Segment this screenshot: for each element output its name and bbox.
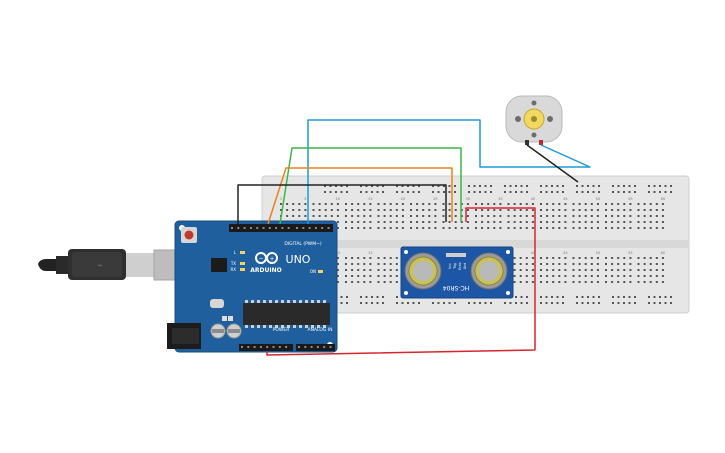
power-header — [239, 344, 293, 351]
arduino-model: UNO — [286, 253, 311, 266]
transducer-left — [404, 252, 442, 290]
wire-orange[interactable] — [267, 167, 453, 225]
analog-header — [296, 344, 335, 351]
svg-text:TX: TX — [230, 261, 236, 266]
breadboard-power-rails — [324, 185, 672, 304]
wire-green[interactable] — [279, 147, 462, 225]
usb-icon: ⌁ — [97, 261, 102, 271]
wire-blue-motor[interactable] — [307, 119, 591, 224]
column-number: 15 — [368, 251, 372, 255]
breadboard-holes — [280, 203, 664, 283]
power-label: POWER — [273, 327, 290, 333]
column-number: 1 — [280, 197, 282, 201]
column-number: 30 — [466, 197, 470, 201]
column-number: 55 — [628, 197, 632, 201]
bottom-header-pins — [241, 346, 332, 348]
digital-label: DIGITAL (PWM~) — [284, 241, 322, 247]
column-number: 40 — [531, 251, 535, 255]
crystal — [210, 299, 224, 308]
column-number: 10 — [336, 251, 340, 255]
arduino-brand: ARDUINO — [250, 267, 281, 274]
breadboard[interactable]: 1155101015152020252530303535404045455050… — [261, 175, 690, 314]
svg-text:ON: ON — [310, 269, 316, 274]
arduino-logo-icon: − + — [255, 252, 278, 264]
dc-motor[interactable] — [505, 95, 563, 145]
column-number: 20 — [401, 197, 405, 201]
column-number: 55 — [628, 251, 632, 255]
column-number: 35 — [498, 197, 502, 201]
sensor-pin-label: Echo — [458, 262, 462, 270]
wire-black-gnd[interactable] — [237, 184, 447, 224]
usb-chip — [211, 258, 227, 272]
column-number: 25 — [433, 197, 437, 201]
column-number: 50 — [596, 251, 600, 255]
svg-text:−: − — [258, 255, 263, 262]
sensor-model: HC-SR04 — [443, 284, 470, 291]
wire-red-vcc[interactable] — [266, 207, 536, 356]
column-number: 15 — [368, 197, 372, 201]
sensor-pin-label: Vcc — [448, 263, 452, 269]
digital-header — [229, 224, 333, 232]
svg-text:+: + — [269, 256, 274, 263]
status-leds: L TX RX ON — [230, 250, 323, 274]
atmega-chip-pins — [245, 300, 326, 328]
svg-text:L: L — [234, 250, 237, 255]
column-number: 60 — [661, 197, 665, 201]
column-number: 50 — [596, 197, 600, 201]
arduino-uno-board[interactable]: DIGITAL (PWM~) − + ARDUINO UNO L TX RX O… — [167, 220, 338, 353]
usb-cable[interactable]: ⌁ — [38, 249, 191, 281]
column-number: 10 — [336, 197, 340, 201]
transducer-right — [470, 252, 508, 290]
svg-text:RX: RX — [230, 267, 236, 272]
sensor-pin-label: Gnd — [463, 263, 467, 270]
column-number: 60 — [661, 251, 665, 255]
atmega-chip — [243, 303, 330, 325]
sensor-pin-label: Trig — [453, 263, 457, 270]
column-number: 45 — [563, 197, 567, 201]
digital-header-pins — [231, 227, 330, 229]
analog-label: ANALOG IN — [307, 327, 332, 333]
column-number: 40 — [531, 197, 535, 201]
column-number: 5 — [304, 197, 306, 201]
sensor-pin-header — [446, 253, 466, 257]
wire-black-motor[interactable] — [526, 144, 579, 183]
column-number: 45 — [563, 251, 567, 255]
